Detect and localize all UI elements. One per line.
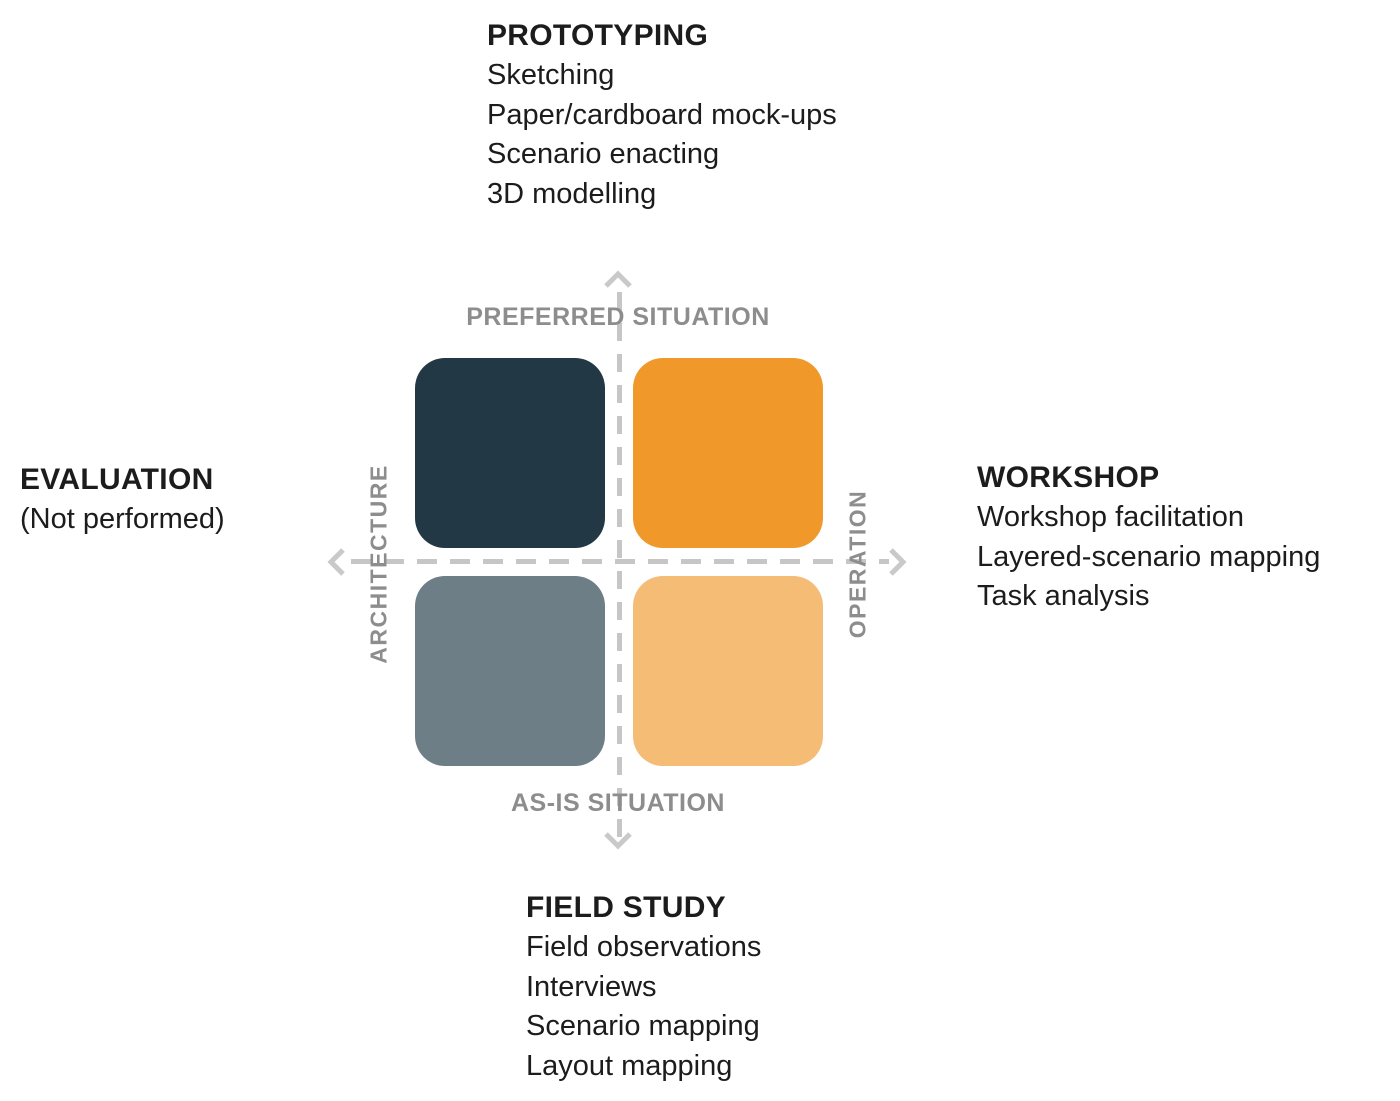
vertical-axis-dashed-line [617,292,622,838]
annotation-evaluation: EVALUATION (Not performed) [20,460,225,540]
annotation-workshop: WORKSHOP Workshop facilitation Layered-s… [977,458,1320,617]
annotation-workshop-item: Workshop facilitation [977,501,1245,533]
annotation-evaluation-item: (Not performed) [20,503,225,535]
quadrant-square-bottom-left [415,576,605,766]
annotation-prototyping-item: Scenario enacting [487,138,720,170]
annotation-field-study-item: Field observations [526,931,762,963]
annotation-prototyping-item: 3D modelling [487,177,657,210]
axis-label-as-is-situation: AS-IS SITUATION [511,789,725,817]
annotation-prototyping-item: Paper/cardboard mock-ups [487,98,837,131]
annotation-field-study-item: Interviews [526,970,657,1003]
annotation-prototyping-item: Sketching [487,59,615,91]
annotation-prototyping-title: PROTOTYPING [487,19,709,52]
axis-arrow-left-icon [327,548,345,576]
annotation-prototyping: PROTOTYPING Sketching Paper/cardboard mo… [487,16,837,214]
annotation-field-study-item: Layout mapping [526,1049,733,1082]
annotation-workshop-item: Task analysis [977,580,1150,612]
axis-arrow-up-icon [604,270,632,288]
annotation-field-study-item: Scenario mapping [526,1010,760,1042]
quadrant-square-top-right [633,358,823,548]
annotation-workshop-title: WORKSHOP [977,461,1160,494]
quadrant-square-top-left [415,358,605,548]
axis-label-operation: OPERATION [844,489,871,639]
annotation-evaluation-title: EVALUATION [20,463,214,496]
annotation-field-study: FIELD STUDY Field observations Interview… [526,888,761,1086]
axis-arrow-down-icon [604,832,632,850]
axis-label-preferred-situation: PREFERRED SITUATION [466,303,770,331]
axis-label-architecture: ARCHITECTURE [365,464,392,664]
axis-arrow-right-icon [889,548,907,576]
annotation-workshop-item: Layered-scenario mapping [977,540,1321,573]
quadrant-square-bottom-right [633,576,823,766]
annotation-field-study-title: FIELD STUDY [526,891,726,924]
